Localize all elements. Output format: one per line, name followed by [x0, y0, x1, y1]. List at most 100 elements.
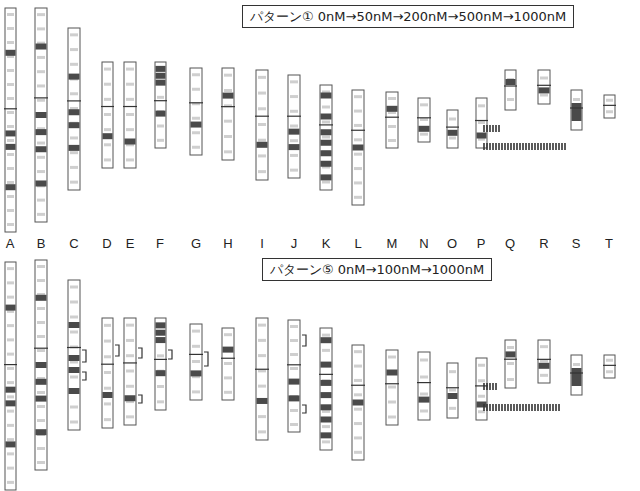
chromosome-letter: J	[284, 236, 304, 251]
chromosome	[221, 328, 235, 400]
centromere	[101, 106, 114, 107]
dark-band	[125, 395, 136, 401]
dark-band	[191, 122, 202, 128]
centromere	[34, 97, 48, 98]
light-band	[37, 199, 45, 202]
light-band	[70, 331, 78, 334]
light-band	[449, 407, 456, 410]
bracket	[138, 348, 142, 358]
light-band	[507, 362, 514, 365]
chromosome-letter: F	[150, 236, 170, 251]
dark-band	[156, 66, 166, 72]
light-band	[388, 97, 396, 100]
light-band	[70, 92, 78, 95]
light-band	[70, 421, 78, 424]
light-band	[540, 345, 548, 348]
light-band	[606, 370, 613, 373]
light-band	[322, 181, 330, 184]
light-band	[157, 139, 164, 142]
dark-band	[506, 351, 516, 357]
light-band	[354, 153, 362, 156]
light-band	[354, 95, 362, 98]
chromosome-outline	[124, 318, 136, 425]
light-band	[7, 410, 14, 413]
chromosome	[221, 68, 235, 160]
hatch-mark	[484, 383, 496, 390]
light-band	[258, 385, 266, 388]
chromosome-letter: D	[97, 236, 117, 251]
chromosome-outline	[418, 98, 430, 142]
light-band	[37, 307, 45, 310]
chromosome	[603, 95, 616, 118]
dark-band	[387, 370, 398, 376]
dark-band	[69, 74, 80, 80]
chromosome-outline	[352, 90, 364, 205]
light-band	[70, 286, 78, 289]
dark-band	[419, 397, 430, 403]
light-band	[290, 169, 298, 172]
chromosome	[475, 358, 488, 420]
light-band	[258, 415, 266, 418]
light-band	[420, 133, 428, 136]
chromosome-outline	[604, 355, 615, 378]
centromere	[123, 106, 137, 107]
light-band	[7, 381, 14, 384]
light-band	[157, 385, 164, 388]
dark-band	[321, 140, 332, 146]
centromere	[351, 385, 365, 386]
light-band	[37, 335, 45, 338]
light-band	[224, 391, 232, 394]
dark-band	[36, 44, 47, 50]
light-band	[540, 77, 548, 80]
centromere	[537, 359, 551, 360]
light-band	[37, 419, 45, 422]
centromere	[446, 387, 459, 388]
chromosome	[537, 340, 551, 383]
light-band	[322, 334, 330, 337]
light-band	[7, 338, 14, 341]
chromosome-outline	[256, 318, 268, 440]
light-band	[420, 103, 428, 106]
chromosome	[351, 90, 365, 205]
light-band	[7, 181, 14, 184]
dark-band	[36, 112, 47, 118]
light-band	[224, 135, 232, 138]
light-band	[7, 296, 14, 299]
light-band	[126, 324, 134, 327]
light-band	[192, 360, 200, 363]
chromosome-letter: H	[218, 236, 238, 251]
chromosome-outline	[320, 85, 332, 190]
light-band	[37, 56, 45, 59]
chromosome	[446, 110, 459, 148]
dark-band	[419, 126, 430, 132]
dark-band	[448, 393, 458, 399]
light-band	[104, 324, 111, 327]
centromere	[603, 365, 616, 366]
hatch-mark	[484, 404, 559, 411]
light-band	[354, 408, 362, 411]
light-band	[7, 167, 14, 170]
light-band	[290, 125, 298, 128]
light-band	[7, 324, 14, 327]
light-band	[420, 118, 428, 121]
dark-band	[36, 146, 47, 152]
light-band	[322, 425, 330, 428]
light-band	[104, 128, 111, 131]
centromere	[570, 372, 583, 373]
chromosome	[34, 260, 48, 470]
centromere	[67, 347, 81, 348]
centromere	[475, 120, 488, 121]
light-band	[478, 395, 485, 398]
chromosome-outline	[124, 62, 136, 168]
dark-band	[36, 180, 47, 186]
light-band	[70, 48, 78, 51]
light-band	[224, 74, 232, 77]
light-band	[354, 365, 362, 368]
chromosome	[475, 98, 488, 148]
dark-band	[156, 370, 166, 376]
chromosome-outline	[288, 75, 300, 178]
chromosome-outline	[386, 350, 398, 425]
dark-band	[156, 330, 166, 336]
chromosome	[570, 355, 583, 395]
centromere	[319, 374, 333, 375]
